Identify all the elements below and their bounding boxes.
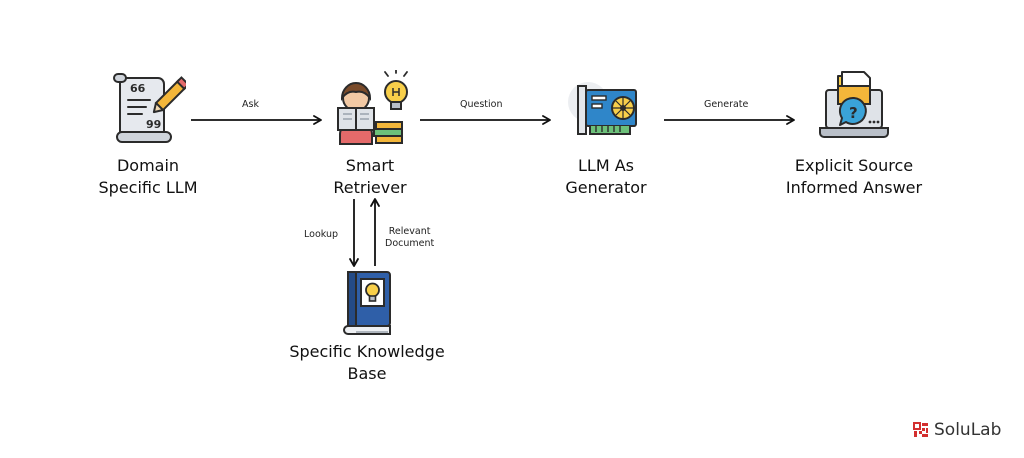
node-label-generator-line2: Generator — [565, 178, 647, 197]
gpu-card-icon — [568, 82, 637, 135]
solulab-logo-icon — [913, 422, 928, 437]
book-lightbulb-icon — [343, 271, 391, 335]
node-label-domain-line2: Specific LLM — [98, 178, 198, 197]
quote-scroll-pencil-icon: 66 99 — [113, 73, 186, 143]
edge-label-relevant: Relevant — [388, 226, 431, 237]
node-label-knowledge-line2: Base — [347, 364, 387, 383]
node-label-specific-knowledge-base: Specific Knowledge Base — [267, 341, 467, 385]
node-label-llm-as-generator: LLM As Generator — [526, 155, 686, 199]
node-label-generator-line1: LLM As — [578, 156, 634, 175]
laptop-folder-question-icon: ? — [819, 71, 889, 138]
svg-text:99: 99 — [146, 118, 161, 131]
node-label-answer-line2: Informed Answer — [785, 178, 923, 197]
node-label-retriever-line2: Retriever — [333, 178, 407, 197]
node-label-explicit-source-answer: Explicit Source Informed Answer — [764, 155, 944, 199]
edge-label-question: Question — [460, 99, 503, 110]
edge-label-relevant-document: Relevant Document — [385, 226, 434, 250]
edge-label-document: Document — [385, 238, 435, 249]
solulab-logo-text: SoluLab — [934, 420, 1002, 440]
svg-text:?: ? — [849, 104, 858, 122]
node-label-answer-line1: Explicit Source — [794, 156, 914, 175]
solulab-logo: SoluLab — [913, 420, 1001, 440]
edge-label-generate: Generate — [704, 99, 749, 110]
node-label-retriever-line1: Smart — [345, 156, 395, 175]
edge-label-lookup: Lookup — [304, 229, 339, 240]
node-label-domain-line1: Domain — [116, 156, 180, 175]
node-label-smart-retriever: Smart Retriever — [290, 155, 450, 199]
node-label-knowledge-line1: Specific Knowledge — [289, 342, 445, 361]
edge-label-ask: Ask — [242, 99, 259, 110]
node-label-domain-specific-llm: Domain Specific LLM — [68, 155, 228, 199]
svg-text:66: 66 — [130, 82, 146, 95]
person-reading-lightbulb-icon — [337, 70, 408, 145]
